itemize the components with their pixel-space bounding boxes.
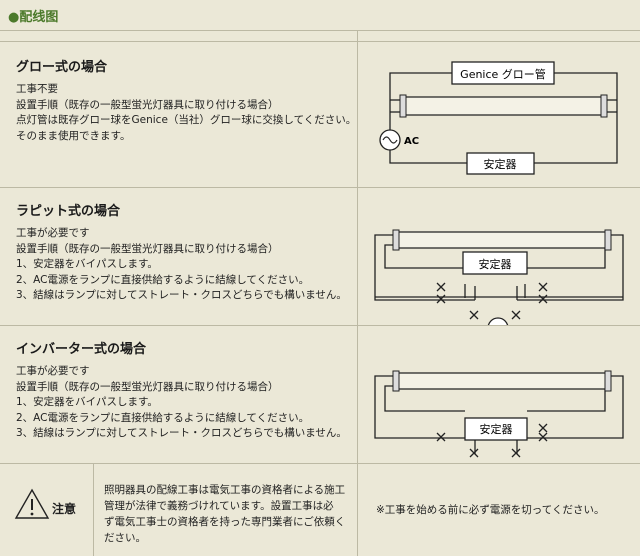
body-line: 2、AC電源をランプに直接供給するように結線してください。 (16, 273, 310, 286)
ballast-label: 安定器 (484, 157, 517, 171)
warning-triangle-icon (14, 488, 50, 519)
caution-line: 照明器具の配線工事は電気工事の資格者による施工 (104, 484, 346, 496)
body-line: 設置手順（既存の一般型蛍光灯器具に取り付ける場合） (16, 380, 279, 393)
section-body: 工事が必要です 設置手順（既存の一般型蛍光灯器具に取り付ける場合） 1、安定器を… (16, 226, 351, 304)
tube-icon (394, 231, 610, 249)
section-glow: グロー式の場合 工事不要 設置手順（既存の一般型蛍光灯器具に取り付ける場合） 点… (0, 42, 640, 188)
body-line: 設置手順（既存の一般型蛍光灯器具に取り付ける場合） (16, 242, 279, 255)
body-line: 工事が必要です (16, 365, 90, 377)
body-line: 1、安定器をバイパスします。 (16, 258, 158, 270)
wiring-table: グロー式の場合 工事不要 設置手順（既存の一般型蛍光灯器具に取り付ける場合） 点… (0, 30, 640, 556)
body-line: そのまま使用できます。 (16, 129, 131, 142)
caution-line: ださい。 (104, 532, 146, 544)
cut-mark-icon (436, 282, 548, 320)
section-inverter: インバーター式の場合 工事が必要です 設置手順（既存の一般型蛍光灯器具に取り付け… (0, 326, 640, 464)
section-title: インバーター式の場合 (16, 342, 147, 357)
body-line: 設置手順（既存の一般型蛍光灯器具に取り付ける場合） (16, 98, 279, 111)
ballast-label: 安定器 (480, 422, 513, 436)
body-line: 3、結線はランプに対してストレート・クロスどちらでも構いません。 (16, 427, 347, 439)
caution-label: 注意 (52, 502, 77, 516)
section-title: ラピット式の場合 (16, 204, 121, 219)
body-line: 点灯管は既存グロー球をGenice（当社）グロー球に交換してください。 (16, 114, 357, 126)
glow-wiring-diagram: Genice グロー管 AC 安定器 (379, 61, 618, 175)
body-line: 3、結線はランプに対してストレート・クロスどちらでも構いません。 (16, 289, 347, 301)
rapid-wiring-diagram: 安定器 (374, 229, 624, 325)
caution-text: 照明器具の配線工事は電気工事の資格者による施工 管理が法律で義務づけれています。… (104, 482, 354, 546)
section-body: 工事が必要です 設置手順（既存の一般型蛍光灯器具に取り付ける場合） 1、安定器を… (16, 364, 351, 442)
column-divider (357, 31, 358, 556)
section-body: 工事不要 設置手順（既存の一般型蛍光灯器具に取り付ける場合） 点灯管は既存グロー… (16, 82, 357, 144)
cut-mark-icon (436, 423, 548, 458)
body-line: 工事不要 (16, 83, 58, 95)
inverter-wiring-diagram: 安定器 (374, 370, 624, 458)
body-line: 2、AC電源をランプに直接供給するように結線してください。 (16, 411, 310, 424)
body-line: 工事が必要です (16, 227, 90, 239)
table-top-row (0, 31, 640, 42)
header: ●配线图 (0, 0, 640, 30)
ac-source-icon (487, 317, 509, 325)
tube-icon (394, 372, 610, 390)
power-off-note: ※工事を始める前に必ず電源を切ってください。 (376, 504, 605, 516)
caution-row: 注意 照明器具の配線工事は電気工事の資格者による施工 管理が法律で義務づけれてい… (0, 464, 640, 556)
section-rapid: ラピット式の場合 工事が必要です 設置手順（既存の一般型蛍光灯器具に取り付ける場… (0, 188, 640, 326)
ballast-label: 安定器 (479, 257, 512, 271)
section-title: グロー式の場合 (16, 60, 108, 75)
tube-icon (401, 96, 606, 116)
caution-line: 管理が法律で義務づけれています。設置工事は必 (104, 500, 334, 512)
body-line: 1、安定器をバイパスします。 (16, 396, 158, 408)
caution-line: ず電気工事士の資格者を持った専門業者にご依頼く (104, 516, 346, 528)
caution-box: 注意 (0, 464, 94, 556)
page-title: ●配线图 (8, 10, 59, 25)
glow-label: Genice グロー管 (460, 67, 546, 81)
ac-label: AC (404, 136, 419, 147)
